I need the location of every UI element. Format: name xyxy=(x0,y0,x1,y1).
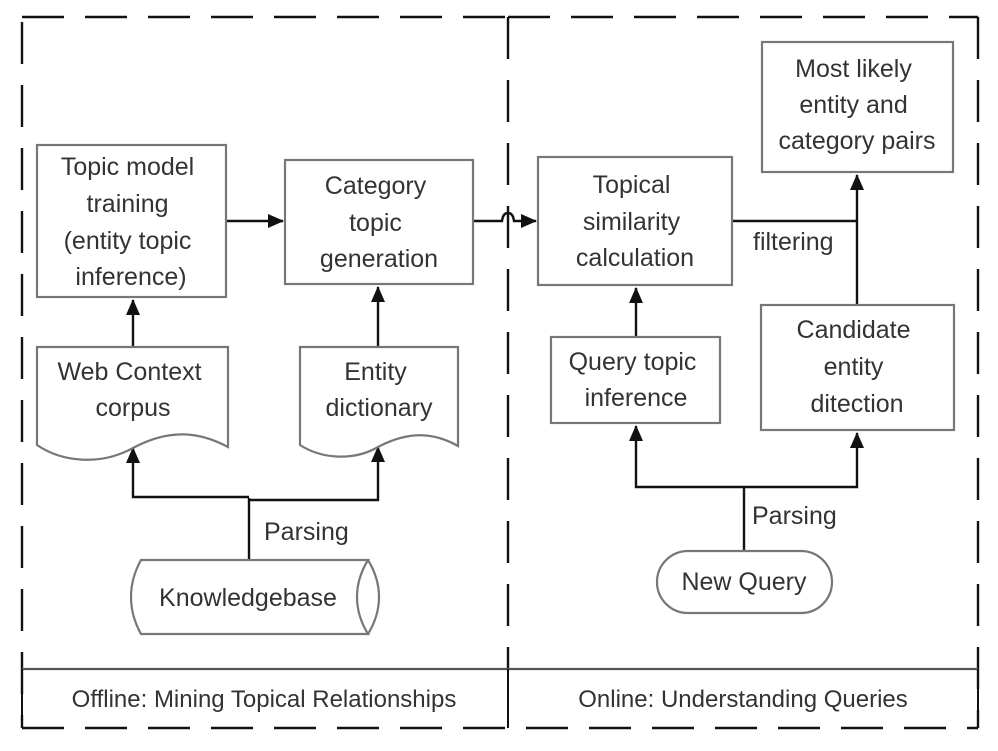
node-knowledgebase-label: Knowledgebase xyxy=(159,584,337,612)
node-web-context: Web Context corpus xyxy=(35,345,230,461)
node-topic-model: Topic model training (entity topic infer… xyxy=(35,143,228,299)
edge-label-parsing-online: Parsing xyxy=(752,502,837,530)
offline-connectors xyxy=(126,211,537,560)
connector-to-candidate-entity xyxy=(744,432,864,489)
node-candidate-entity: Candidate entity ditection xyxy=(759,303,956,432)
section-label-band: Offline: Mining Topical Relationships On… xyxy=(21,667,979,728)
node-category-topic-label: Category topic generation xyxy=(320,172,438,273)
node-category-topic: Category topic generation xyxy=(283,158,475,286)
node-most-likely-label: Most likely entity and category pairs xyxy=(778,55,935,155)
edge-label-parsing-offline: Parsing xyxy=(264,518,349,546)
node-topical-similarity-label: Topical similarity calculation xyxy=(576,171,694,272)
node-candidate-entity-label: Candidate entity ditection xyxy=(797,316,918,418)
node-entity-dictionary: Entity dictionary xyxy=(298,345,460,458)
connector-to-web-context xyxy=(126,447,249,499)
node-topical-similarity: Topical similarity calculation xyxy=(536,155,734,287)
node-topic-model-label: Topic model training (entity topic infer… xyxy=(61,153,201,291)
section-frames xyxy=(20,15,980,730)
node-query-topic: Query topic inference xyxy=(549,335,722,425)
node-new-query-label: New Query xyxy=(681,568,807,596)
online-section-label: Online: Understanding Queries xyxy=(578,686,908,713)
connector-to-entity-dictionary xyxy=(249,446,385,502)
connector-to-query-topic xyxy=(629,425,744,489)
node-entity-dictionary-label: Entity dictionary xyxy=(326,358,433,422)
node-most-likely: Most likely entity and category pairs xyxy=(760,40,955,174)
online-connectors xyxy=(629,174,864,551)
node-new-query: New Query xyxy=(655,549,834,615)
connector-category-to-similarity xyxy=(473,211,537,228)
node-knowledgebase: Knowledgebase xyxy=(129,558,381,636)
edge-label-filtering: filtering xyxy=(753,228,834,256)
offline-section-label: Offline: Mining Topical Relationships xyxy=(72,686,457,713)
node-query-topic-label: Query topic inference xyxy=(569,348,704,412)
node-web-context-label: Web Context corpus xyxy=(57,358,208,422)
